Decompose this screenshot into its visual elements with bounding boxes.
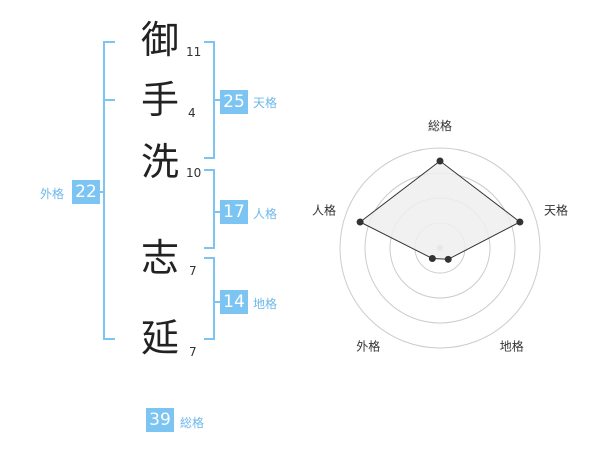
gaikaku-bracket <box>100 41 115 340</box>
soukaku-value-badge: 39 <box>146 408 174 432</box>
soukaku-label: 総格 <box>180 416 205 430</box>
name-char-4: 志 <box>141 236 180 280</box>
radar-point-1 <box>436 157 444 165</box>
radar-axis-label-2: 天格 <box>544 202 568 217</box>
jinkaku-value-badge: 17 <box>220 200 248 224</box>
radar-axis-label-3: 地格 <box>500 339 524 354</box>
jinkaku-label: 人格 <box>253 207 278 221</box>
stroke-count-3: 10 <box>186 166 202 180</box>
stroke-count-4: 7 <box>189 264 197 278</box>
gaikaku-label: 外格 <box>40 187 65 201</box>
chikaku-value-badge: 14 <box>220 290 248 314</box>
name-char-1: 御 <box>141 18 180 62</box>
stroke-count-5: 7 <box>189 345 197 359</box>
chikaku-bracket <box>204 257 220 340</box>
name-char-3: 洗 <box>141 140 180 184</box>
stroke-count-1: 11 <box>186 45 202 59</box>
radar-ring-4 <box>339 147 541 349</box>
radar-axis-label-5: 人格 <box>312 202 336 217</box>
tenkaku-value-badge: 25 <box>220 90 248 114</box>
radar-polygon <box>359 160 521 260</box>
radar-axis-label-1: 総格 <box>428 118 452 133</box>
gaikaku-value-badge: 22 <box>72 180 100 204</box>
tenkaku-bracket <box>204 41 220 159</box>
jinkaku-bracket <box>204 169 220 249</box>
tenkaku-label: 天格 <box>253 96 278 110</box>
radar-axis-label-4: 外格 <box>356 339 380 354</box>
radar-point-4 <box>428 255 436 263</box>
name-char-5: 延 <box>141 316 180 360</box>
radar-point-2 <box>516 218 524 226</box>
radar-point-5 <box>356 218 364 226</box>
radar-point-3 <box>444 255 452 263</box>
chikaku-label: 地格 <box>253 297 278 311</box>
stroke-count-2: 4 <box>188 106 196 120</box>
name-char-2: 手 <box>141 78 180 122</box>
